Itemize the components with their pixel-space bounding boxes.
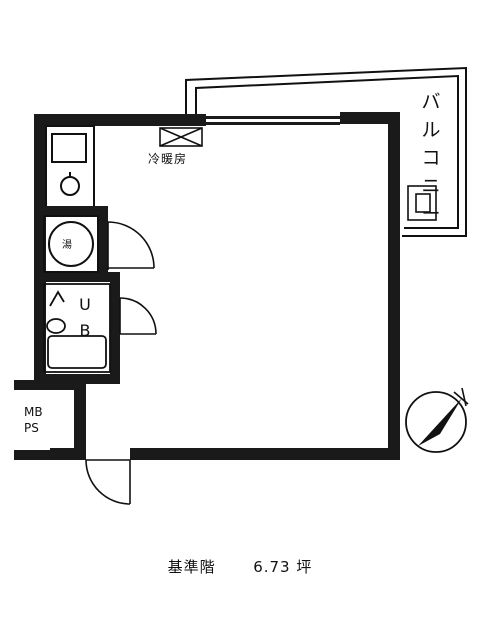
water-heater (43, 215, 99, 273)
balcony-label: バルコニー (421, 91, 441, 225)
outdoor-unit (407, 185, 437, 221)
mbps-label-line2: PS (24, 421, 39, 435)
mbps-label-line1: MB (24, 405, 43, 419)
unit-bath-label-line2: B (79, 321, 91, 340)
floor-label: 基準階 (167, 558, 216, 576)
unit-bath-label-line1: U (79, 295, 91, 314)
north-arrow-icon (405, 387, 469, 453)
unit-bath-label: U B (76, 292, 94, 344)
door-swings (85, 221, 157, 505)
kitchen-counter (45, 125, 95, 211)
interior-walls (34, 206, 120, 384)
plan-caption: 基準階 6.73 坪 (0, 556, 480, 577)
area-unit: 坪 (296, 558, 313, 576)
unit-bath (43, 283, 111, 373)
balcony (185, 66, 467, 237)
mbps-label: MB PS (24, 404, 43, 436)
water-heater-label: 湯 (62, 240, 72, 251)
area-value: 6.73 (253, 558, 291, 576)
exterior-walls (14, 112, 400, 460)
aircon-label: 冷暖房 (148, 152, 188, 166)
air-conditioner-icon (159, 127, 203, 147)
